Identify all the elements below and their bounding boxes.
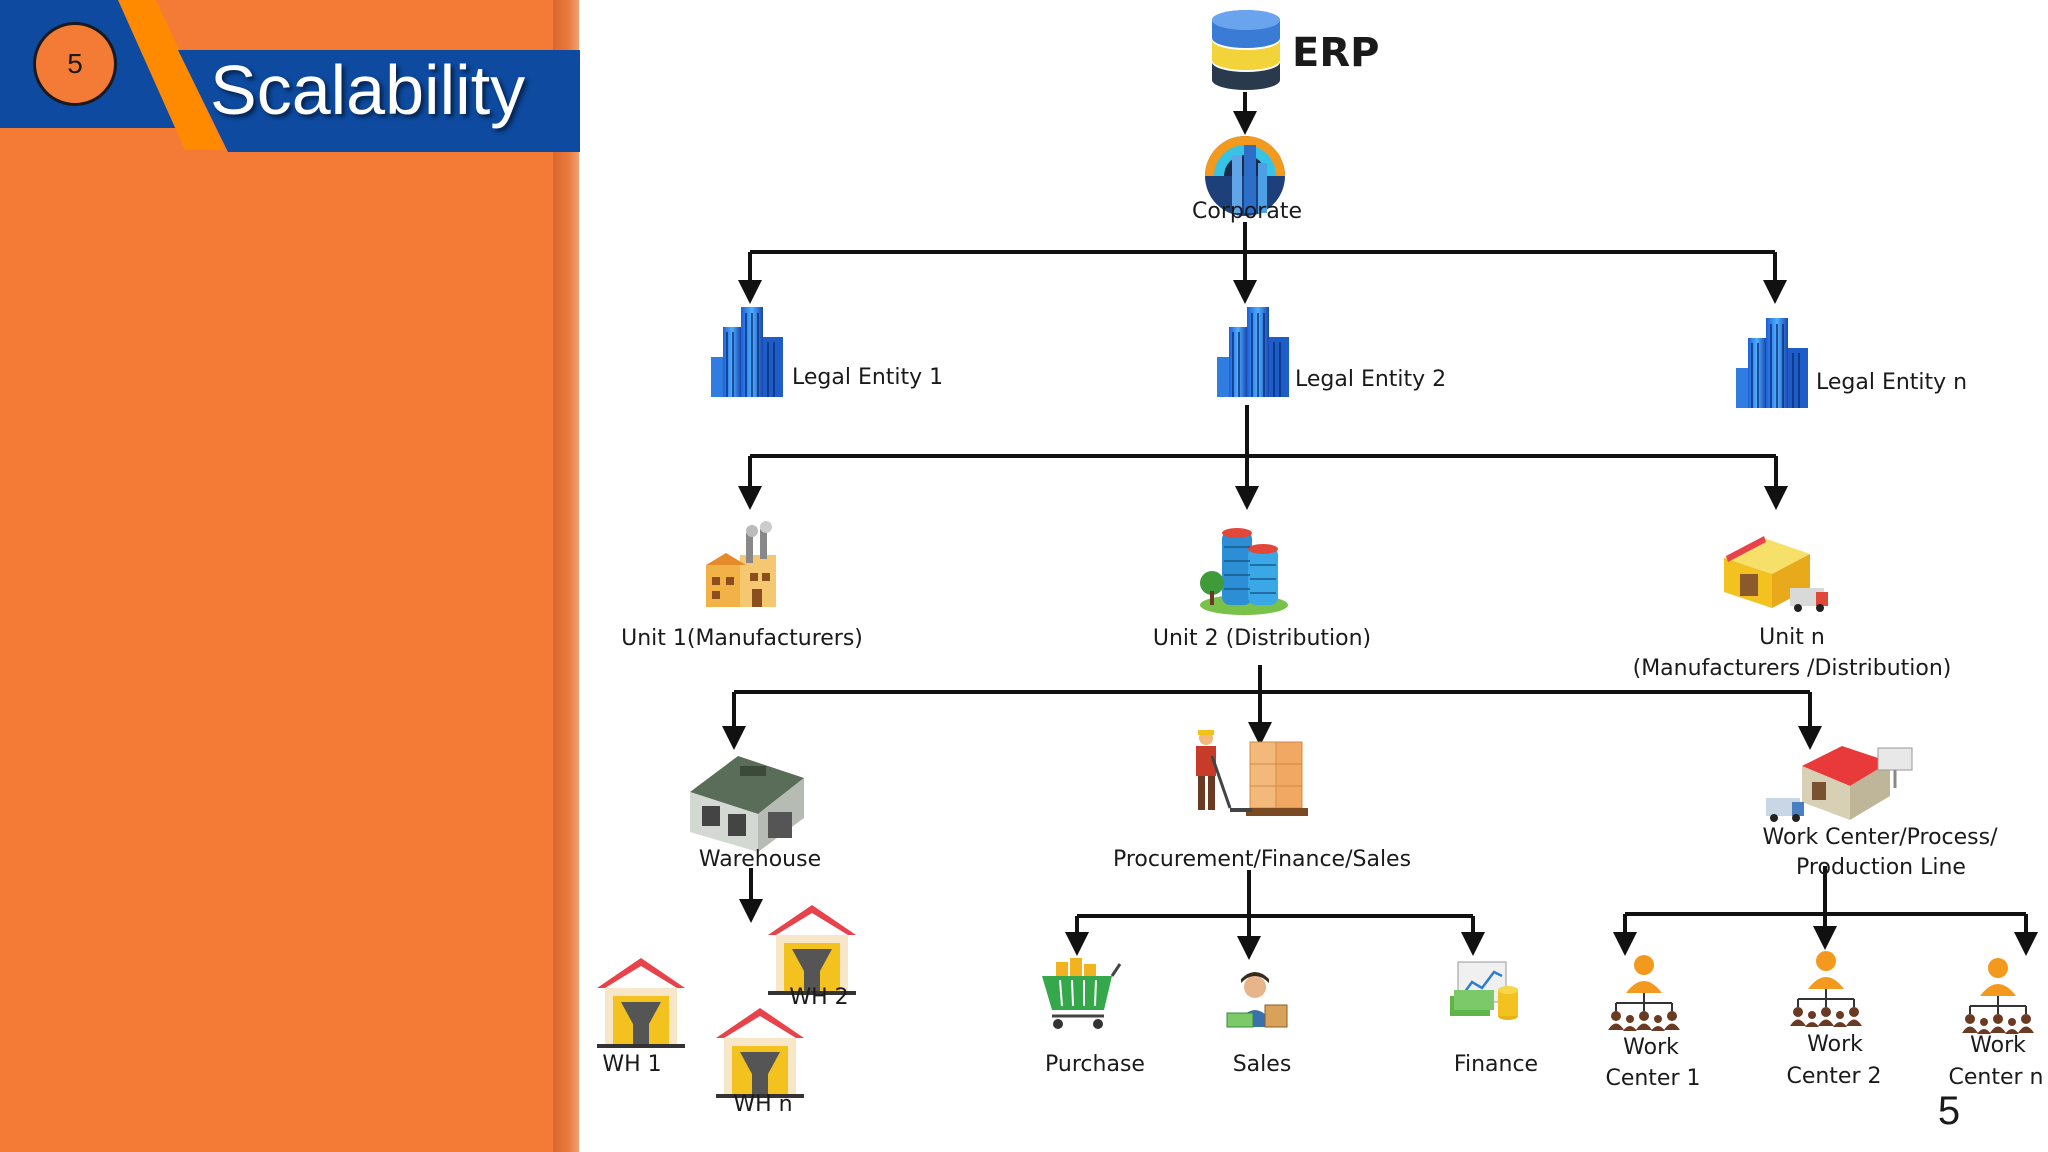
work-center-2-label-line1: Work bbox=[1807, 1032, 1863, 1057]
production-plant-icon bbox=[1766, 746, 1913, 822]
work-center-n-node: Work Center n bbox=[1949, 957, 2044, 1090]
legal-entity-1-label: Legal Entity 1 bbox=[792, 365, 943, 390]
finance-node: Finance bbox=[1450, 961, 1538, 1077]
erp-node: ERP bbox=[1212, 10, 1379, 90]
wh-2-label: WH 2 bbox=[789, 985, 848, 1010]
sales-node: Sales bbox=[1226, 972, 1292, 1077]
skyscraper-icon bbox=[1735, 317, 1809, 409]
wh-1-node: WH 1 bbox=[597, 958, 685, 1077]
work-center-n-label-line2: Center n bbox=[1949, 1065, 2044, 1090]
procurement-label: Procurement/Finance/Sales bbox=[1113, 847, 1411, 872]
sales-label: Sales bbox=[1233, 1052, 1292, 1077]
skyscraper-icon bbox=[710, 306, 784, 398]
work-center-2-node: Work Center 2 bbox=[1786, 950, 1882, 1089]
unit-n-node: Unit n (Manufacturers /Distribution) bbox=[1633, 536, 1952, 681]
corporate-globe-icon bbox=[1205, 136, 1285, 216]
corporate-label: Corporate bbox=[1192, 199, 1302, 224]
slide-title: Scalability bbox=[210, 51, 526, 129]
purchase-label: Purchase bbox=[1045, 1052, 1145, 1077]
database-icon bbox=[1212, 10, 1280, 90]
wh-n-label: WH n bbox=[733, 1092, 792, 1117]
salesperson-icon bbox=[1226, 972, 1288, 1028]
wh-1-label: WH 1 bbox=[602, 1052, 661, 1077]
legal-entity-1-node: Legal Entity 1 bbox=[710, 306, 943, 398]
work-center-label-line1: Work Center/Process/ bbox=[1762, 825, 1998, 850]
unit-2-label: Unit 2 (Distribution) bbox=[1153, 626, 1371, 651]
work-center-label-line2: Production Line bbox=[1796, 855, 1966, 880]
erp-label: ERP bbox=[1292, 30, 1379, 76]
org-hierarchy-icon bbox=[1789, 950, 1863, 1028]
page-number: 5 bbox=[1938, 1089, 1960, 1133]
distribution-center-icon bbox=[1724, 536, 1828, 612]
unit-2-node: Unit 2 (Distribution) bbox=[1153, 528, 1371, 651]
work-center-1-label-line1: Work bbox=[1623, 1035, 1679, 1060]
legal-entity-n-label: Legal Entity n bbox=[1816, 370, 1967, 395]
unit-1-node: Unit 1(Manufacturers) bbox=[621, 521, 863, 651]
work-center-1-label-line2: Center 1 bbox=[1605, 1066, 1700, 1091]
panel-edge-shadow bbox=[553, 0, 579, 1152]
corporate-node: Corporate bbox=[1192, 136, 1302, 224]
legal-entity-2-node: Legal Entity 2 bbox=[1216, 306, 1446, 398]
factory-icon bbox=[706, 521, 776, 607]
work-center-1-node: Work Center 1 bbox=[1605, 954, 1701, 1091]
finance-chart-icon bbox=[1450, 961, 1518, 1020]
work-center-process-node: Work Center/Process/ Production Line bbox=[1762, 746, 1998, 880]
wh-n-node: WH n bbox=[716, 1008, 804, 1117]
work-center-n-label-line1: Work bbox=[1970, 1033, 2026, 1058]
slide-number-badge: 5 bbox=[33, 22, 117, 106]
unit-1-label: Unit 1(Manufacturers) bbox=[621, 626, 863, 651]
warehouse-icon bbox=[690, 756, 804, 852]
unit-n-label-line1: Unit n bbox=[1759, 625, 1825, 650]
org-hierarchy-icon bbox=[1607, 954, 1681, 1032]
warehouse-label: Warehouse bbox=[699, 847, 821, 872]
left-orange-panel bbox=[0, 0, 565, 1152]
org-hierarchy-icon bbox=[1961, 957, 2035, 1035]
procurement-node: Procurement/Finance/Sales bbox=[1113, 730, 1411, 872]
wh-2-node: WH 2 bbox=[768, 905, 856, 1010]
finance-label: Finance bbox=[1454, 1052, 1538, 1077]
shopping-cart-icon bbox=[1042, 958, 1122, 1029]
small-warehouse-icon bbox=[597, 958, 685, 1048]
office-tower-icon bbox=[1200, 528, 1288, 615]
small-warehouse-icon bbox=[716, 1008, 804, 1098]
small-warehouse-icon bbox=[768, 905, 856, 995]
legal-entity-2-label: Legal Entity 2 bbox=[1295, 367, 1446, 392]
legal-entity-n-node: Legal Entity n bbox=[1735, 317, 1967, 409]
skyscraper-icon bbox=[1216, 306, 1290, 398]
connectors bbox=[722, 92, 2038, 960]
unit-n-label-line2: (Manufacturers /Distribution) bbox=[1633, 656, 1952, 681]
purchase-node: Purchase bbox=[1042, 958, 1145, 1077]
warehouse-node: Warehouse bbox=[690, 756, 821, 872]
pallet-worker-icon bbox=[1196, 730, 1308, 816]
work-center-2-label-line2: Center 2 bbox=[1786, 1064, 1881, 1089]
